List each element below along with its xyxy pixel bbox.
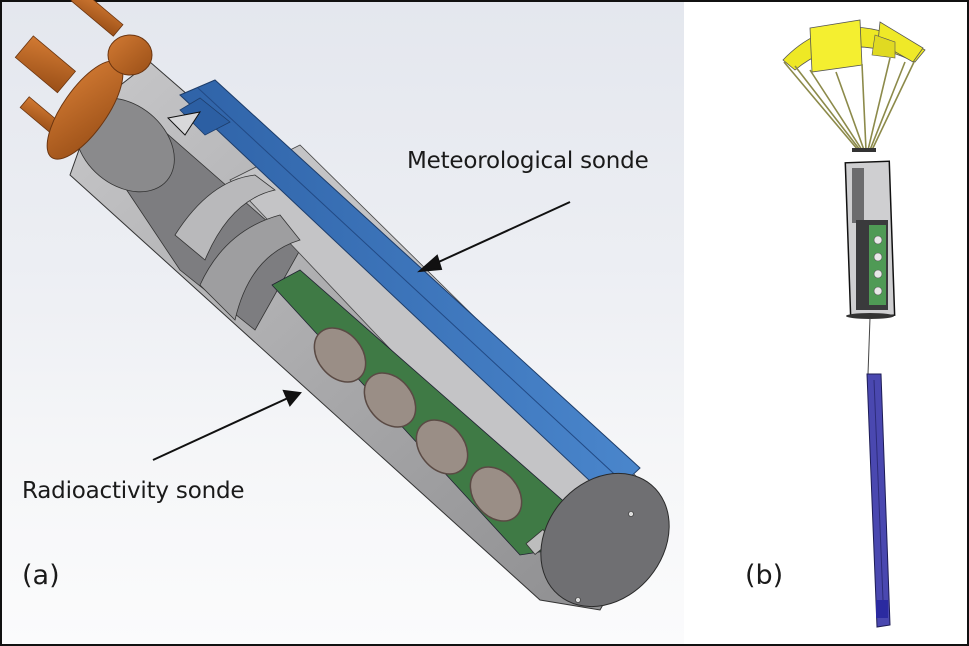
panel-b (684, 2, 967, 644)
callout-meteorological-sonde: Meteorological sonde (407, 148, 649, 174)
panel-a-tag: (a) (22, 560, 60, 591)
suspension-lines (783, 57, 915, 151)
detector-disc (415, 419, 469, 475)
detector-disc (363, 372, 417, 428)
detector-disc (313, 327, 367, 383)
arrowhead-meteorological (417, 254, 443, 273)
callout-arrows (152, 201, 571, 461)
parachute-canopy (782, 19, 926, 73)
meteorological-sonde-model (166, 79, 641, 499)
end-cap (540, 472, 670, 608)
panel-b-tag: (b) (745, 560, 784, 591)
met-probe (866, 373, 891, 628)
deployed-sonde (844, 160, 896, 319)
callout-radioactivity-sonde: Radioactivity sonde (22, 478, 245, 504)
arrow-radioactivity (152, 397, 289, 461)
tether (867, 317, 871, 375)
line-collar (852, 148, 876, 152)
copper-cap (14, 0, 153, 160)
arrow-meteorological (431, 201, 571, 266)
detector-disc (469, 466, 523, 522)
arrowhead-radioactivity (282, 389, 302, 407)
